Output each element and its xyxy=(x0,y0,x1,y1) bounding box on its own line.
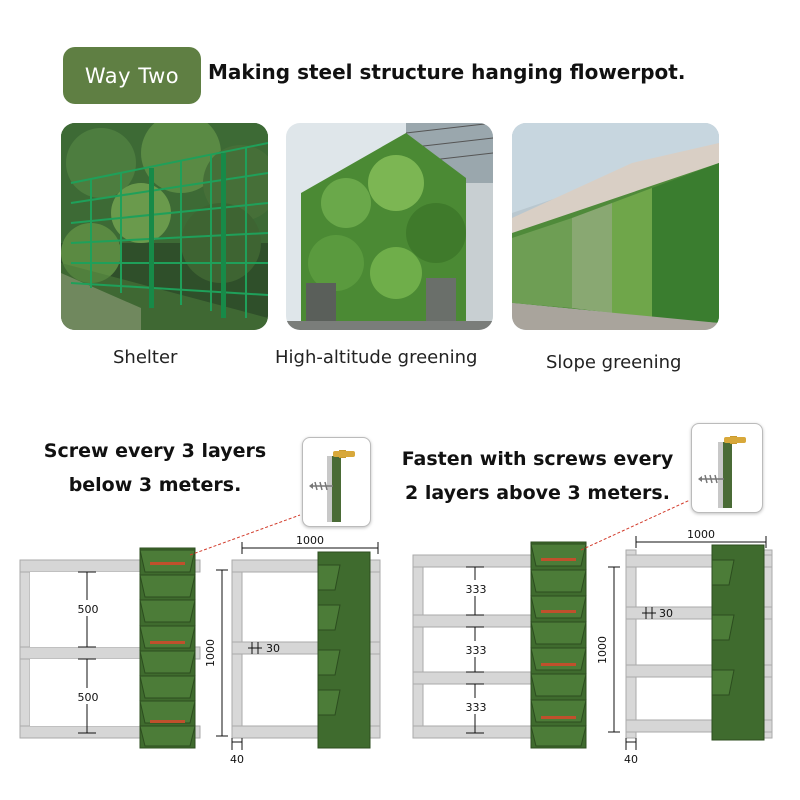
high-altitude-caption: High-altitude greening xyxy=(275,347,478,368)
dim-height-b: 1000 xyxy=(596,636,609,664)
dim-right-seg-1: 333 xyxy=(466,583,487,596)
left-note: Screw every 3 layers below 3 meters. xyxy=(40,434,270,502)
dim-left-seg-1: 500 xyxy=(78,603,99,616)
left-note-line2: below 3 meters. xyxy=(68,474,242,496)
right-note-line1: Fasten with screws every xyxy=(401,448,674,470)
right-note-line2: 2 layers above 3 meters. xyxy=(405,482,670,504)
dim-right-seg-3: 333 xyxy=(466,701,487,714)
left-note-line1: Screw every 3 layers xyxy=(43,440,267,462)
left-pot-column xyxy=(139,547,196,749)
way-two-badge: Way Two xyxy=(63,47,201,104)
left-frame xyxy=(19,559,201,739)
right-note: Fasten with screws every 2 layers above … xyxy=(395,442,680,510)
dim-height-a: 1000 xyxy=(204,639,217,667)
left-side-frame xyxy=(231,551,381,749)
installation-diagram: 500 500 1000 1000 30 40 xyxy=(19,499,773,766)
dim-bar-b: 30 xyxy=(659,607,673,620)
dim-post-a: 40 xyxy=(230,753,244,766)
dim-bar-a: 30 xyxy=(266,642,280,655)
slope-greening-photo xyxy=(512,123,719,330)
dim-post-b: 40 xyxy=(624,753,638,766)
page-title: Making steel structure hanging flowerpot… xyxy=(208,60,686,84)
right-side-frame xyxy=(625,544,773,741)
dim-left-seg-2: 500 xyxy=(78,691,99,704)
slope-greening-caption: Slope greening xyxy=(546,352,682,373)
screw-detail-left xyxy=(302,437,371,527)
dim-width-b: 1000 xyxy=(687,528,715,541)
high-altitude-photo xyxy=(286,123,493,330)
shelter-photo xyxy=(61,123,268,330)
dim-width-a: 1000 xyxy=(296,534,324,547)
dim-right-seg-2: 333 xyxy=(466,644,487,657)
shelter-caption: Shelter xyxy=(113,347,178,368)
screw-detail-right xyxy=(691,423,763,513)
right-pot-column xyxy=(530,541,587,749)
